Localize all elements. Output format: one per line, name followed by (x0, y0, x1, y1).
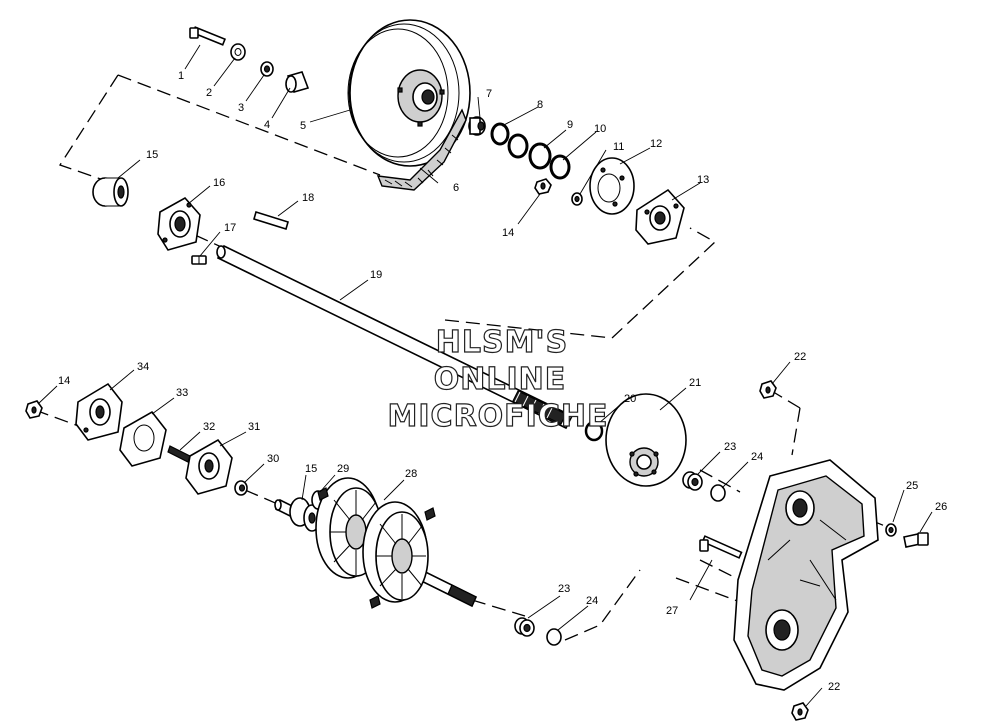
bearing-15-upper (92, 177, 129, 207)
bearing-7 (468, 116, 486, 136)
drive-sprocket-28 (315, 477, 436, 609)
gasket-33 (119, 410, 167, 467)
callout-17: 17 (224, 222, 236, 234)
o-rings-8 (490, 122, 529, 159)
callout-19: 19 (370, 269, 382, 281)
callout-23-lower: 23 (558, 583, 570, 595)
bearing-23-upper (682, 471, 703, 491)
nut-22-lower (791, 702, 809, 721)
callout-15-lower: 15 (305, 463, 317, 475)
washer-3 (260, 61, 274, 77)
nut-22-upper (759, 380, 777, 399)
callout-23-upper: 23 (724, 441, 736, 453)
o-ring-20 (584, 420, 604, 442)
bolt-26 (903, 532, 929, 548)
seal-24-upper (710, 484, 726, 502)
washer-25 (885, 523, 897, 537)
callout-6: 6 (453, 182, 459, 194)
callout-31: 31 (248, 421, 260, 433)
chaincase-27 (733, 459, 879, 691)
callout-8: 8 (537, 99, 543, 111)
callout-28: 28 (405, 468, 417, 480)
callout-21: 21 (689, 377, 701, 389)
watermark-line-2: ONLINE (434, 362, 567, 397)
shaft-19 (216, 244, 574, 430)
leader-lines (37, 44, 933, 707)
callout-24-lower: 24 (586, 595, 598, 607)
bearing-flange-34 (75, 382, 123, 441)
brake-disc-21 (605, 393, 687, 487)
bolt-1 (189, 26, 227, 46)
callout-9: 9 (567, 119, 573, 131)
ring-10 (549, 154, 571, 180)
bolt-27 (699, 535, 743, 559)
nut-14-upper (534, 178, 552, 195)
seal-9 (528, 142, 552, 170)
callout-labels: 1 2 3 4 5 6 7 8 9 10 11 12 13 14 15 16 1… (58, 70, 947, 693)
callout-5: 5 (300, 120, 306, 132)
callout-14-upper: 14 (502, 227, 514, 239)
seal-24-lower (546, 628, 562, 646)
callout-12: 12 (650, 138, 662, 150)
plate-12 (589, 157, 635, 215)
callout-25: 25 (906, 480, 918, 492)
callout-7: 7 (486, 88, 492, 100)
callout-13: 13 (697, 174, 709, 186)
chain-6 (376, 108, 467, 191)
callout-29: 29 (337, 463, 349, 475)
sprocket-5 (347, 19, 471, 167)
callout-24-upper: 24 (751, 451, 763, 463)
spacer-4 (285, 71, 310, 93)
callout-30: 30 (267, 453, 279, 465)
nut-14-lower (25, 400, 43, 419)
callout-26: 26 (935, 501, 947, 513)
callout-16: 16 (213, 177, 225, 189)
bolt-17 (191, 255, 207, 265)
callout-22-lower: 22 (828, 681, 840, 693)
callout-32: 32 (203, 421, 215, 433)
spring-32 (167, 445, 191, 463)
callout-20: 20 (624, 393, 636, 405)
callout-18: 18 (302, 192, 314, 204)
callout-22-upper: 22 (794, 351, 806, 363)
key-18 (253, 210, 289, 231)
watermark-line-3: MICROFICHE (388, 399, 609, 434)
callout-15-upper: 15 (146, 149, 158, 161)
callout-34: 34 (137, 361, 149, 373)
callout-27: 27 (666, 605, 678, 617)
bearing-flange-13 (635, 188, 685, 245)
callout-14-lower: 14 (58, 375, 70, 387)
callout-1: 1 (178, 70, 184, 82)
callout-3: 3 (238, 102, 244, 114)
callout-33: 33 (176, 387, 188, 399)
callout-4: 4 (264, 119, 270, 131)
washer-11 (571, 192, 583, 206)
callout-10: 10 (594, 123, 606, 135)
bearing-23-lower (514, 617, 535, 637)
watermark-line-1: HLSM'S (436, 325, 568, 360)
watermark: HLSM'S ONLINE MICROFICHE (387, 324, 609, 434)
washer-2 (230, 43, 246, 61)
callout-11: 11 (613, 141, 624, 153)
callout-2: 2 (206, 87, 212, 99)
bearing-flange-16 (157, 196, 201, 251)
bearing-flange-31 (185, 438, 233, 495)
nut-30 (234, 480, 248, 496)
